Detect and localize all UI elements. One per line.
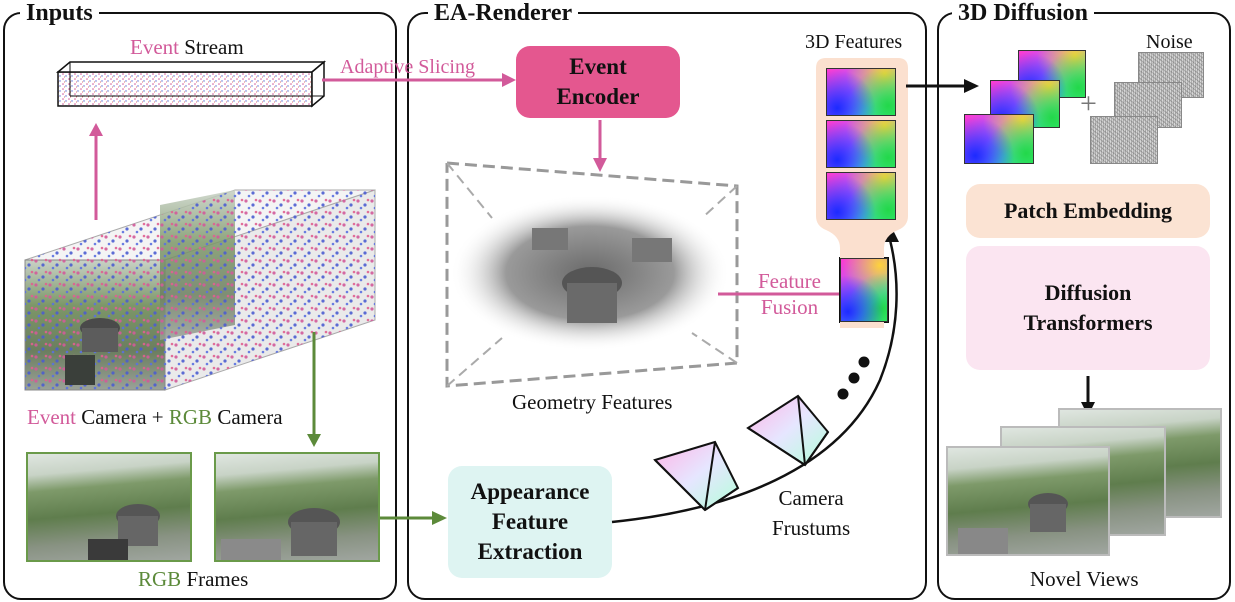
diffusion-transformers-box: Diffusion Transformers <box>966 246 1210 370</box>
appearance-feature-extraction-box: Appearance Feature Extraction <box>448 466 612 578</box>
patch-embedding-box: Patch Embedding <box>966 184 1210 238</box>
camera-rgb-word: RGB <box>168 405 213 429</box>
patch-embedding-label: Patch Embedding <box>1003 198 1173 223</box>
geometry-features <box>445 161 739 388</box>
event-encoder-line-2: Encoder <box>556 84 640 109</box>
event-camera-volume <box>24 189 376 391</box>
plus-sign: + <box>1080 87 1097 120</box>
rgb-frame-1 <box>26 452 192 562</box>
encoder-down-arrow <box>593 120 607 172</box>
diffusion-feature-stack-front <box>964 114 1034 164</box>
feature-fusion-line-2: Fusion <box>760 295 819 319</box>
novel-view-front-scene <box>958 493 1068 554</box>
geometry-features-label: Geometry Features <box>512 390 673 414</box>
event-stream-volume <box>55 60 327 108</box>
frames-rgb-word: RGB <box>138 567 182 591</box>
frames-rest-word: Frames <box>181 567 249 591</box>
camera-mid-word: Camera + <box>75 405 169 429</box>
transformers-line-1: Diffusion <box>1044 280 1132 305</box>
frames-to-appearance-arrow <box>380 511 447 525</box>
feature-fusion-line-1: Feature <box>758 269 821 293</box>
feature-map-1 <box>826 68 896 116</box>
frustums-line-1: Camera <box>778 486 844 510</box>
down-arrow-green <box>307 332 321 447</box>
rgb-frames-label: RGB Frames <box>138 567 248 591</box>
rgb-frame-2 <box>214 452 380 562</box>
appearance-line-2: Feature <box>491 509 569 534</box>
adaptive-slicing-arrow <box>322 73 516 87</box>
transformers-line-2: Transformers <box>1023 310 1153 335</box>
inputs-panel <box>3 12 397 600</box>
event-encoder-line-1: Event <box>569 54 627 79</box>
event-encoder-box: Event Encoder <box>516 46 680 118</box>
stream-word: Stream <box>178 35 244 59</box>
noise-image-front <box>1090 116 1158 164</box>
appearance-line-3: Extraction <box>477 539 583 564</box>
adaptive-slicing-label: Adaptive Slicing <box>340 56 475 78</box>
features-3d-label: 3D Features <box>805 31 903 53</box>
feature-map-2 <box>826 120 896 168</box>
event-stream-label: Event Stream <box>130 35 244 59</box>
camera-event-word: Event <box>27 405 76 429</box>
rgb-frame-2-scene <box>221 508 340 560</box>
appearance-line-1: Appearance <box>470 479 590 504</box>
camera-rest-word: Camera <box>212 405 283 429</box>
ea-renderer-title: EA-Renderer <box>428 0 579 26</box>
camera-frustums-label: Camera Frustums <box>772 483 850 543</box>
rgb-frame-1-scene <box>88 504 160 560</box>
feature-map-3 <box>826 172 896 220</box>
inputs-title: Inputs <box>20 0 99 26</box>
camera-caption: Event Camera + RGB Camera <box>27 405 283 429</box>
frustums-line-2: Frustums <box>772 516 851 540</box>
fused-feature-map <box>840 258 888 322</box>
novel-view-front <box>946 446 1110 556</box>
event-word: Event <box>130 35 179 59</box>
diffusion-title: 3D Diffusion <box>952 0 1095 26</box>
up-arrow <box>89 123 103 220</box>
feature-fusion-label: Feature Fusion <box>758 268 821 320</box>
ea-renderer-panel <box>407 12 927 600</box>
noise-label: Noise <box>1146 31 1193 53</box>
novel-views-label: Novel Views <box>1030 567 1139 591</box>
features-to-diffusion-arrow <box>906 79 979 93</box>
